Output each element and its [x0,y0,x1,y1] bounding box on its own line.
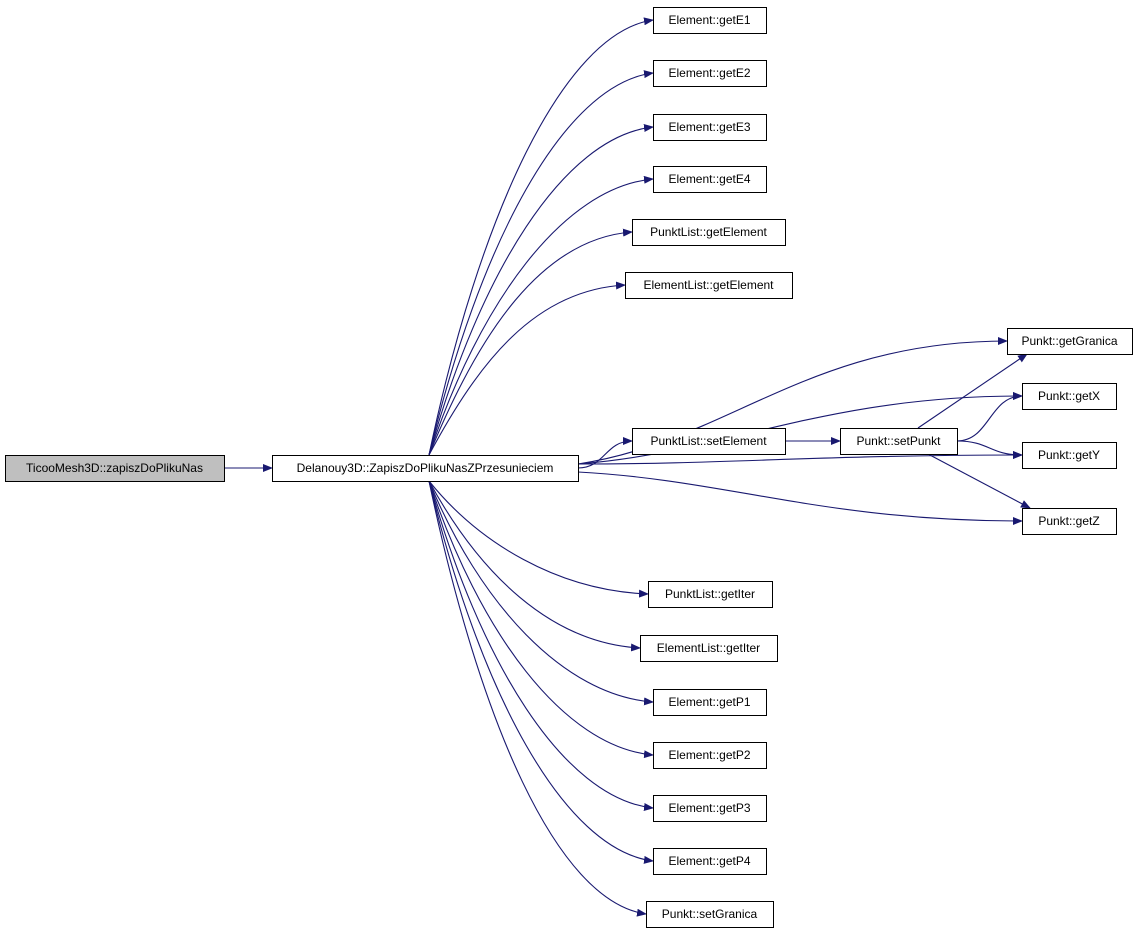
edge-main-to-elGetIter [428,480,641,652]
node-pSetPunkt[interactable]: Punkt::setPunkt [840,428,958,455]
node-e3[interactable]: Element::getE3 [653,114,767,141]
edges-layer [224,17,1031,917]
node-label: Punkt::setGranica [662,907,758,921]
node-label: Element::getP1 [668,695,750,709]
node-plSetElement[interactable]: PunktList::setElement [632,428,786,455]
node-pSetGranica[interactable]: Punkt::setGranica [646,901,774,928]
edge-main-to-pGetZ [577,471,1023,525]
node-box [1022,442,1117,469]
edge-main-to-e3 [428,124,654,456]
edge-main-to-pGetY [577,451,1023,465]
node-label: Element::getP4 [668,854,750,868]
edge-main-to-p3 [428,480,654,811]
node-label: Element::getE3 [668,120,750,134]
node-label: Element::getE1 [668,13,750,27]
edge-main-to-e4 [428,175,654,456]
node-label: PunktList::getElement [650,225,767,239]
node-pGetY[interactable]: Punkt::getY [1022,442,1117,469]
node-p4[interactable]: Element::getP4 [653,848,767,875]
edge-main-to-pSetGranica [428,480,647,917]
node-p3[interactable]: Element::getP3 [653,795,767,822]
node-label: Punkt::getZ [1038,514,1099,528]
edge-pSetPunkt-to-pGetX [956,392,1023,442]
node-box [632,219,786,246]
nodes-layer: TicooMesh3D::zapiszDoPlikuNas Delanouy3D:… [5,7,1133,928]
node-main[interactable]: Delanouy3D::ZapiszDoPlikuNasZPrzesunieci… [272,455,579,482]
node-pGetGranica[interactable]: Punkt::getGranica [1007,328,1133,355]
node-pGetX[interactable]: Punkt::getX [1022,383,1117,410]
edge-main-to-e2 [428,70,654,456]
edge-main-to-p2 [428,480,654,759]
node-box [632,428,786,455]
node-root[interactable]: TicooMesh3D::zapiszDoPlikuNas [5,455,225,482]
edge-main-to-e1 [428,17,654,456]
node-box [840,428,958,455]
node-label: Element::getP3 [668,801,750,815]
node-e1[interactable]: Element::getE1 [653,7,767,34]
node-e2[interactable]: Element::getE2 [653,60,767,87]
node-label: PunktList::getIter [665,587,755,601]
node-box [5,455,225,482]
node-plGetElement[interactable]: PunktList::getElement [632,219,786,246]
node-elGetElement[interactable]: ElementList::getElement [625,272,793,299]
edge-main-to-elGetElement [428,281,626,456]
node-box [653,114,767,141]
node-elGetIter[interactable]: ElementList::getIter [640,635,778,662]
node-box [272,455,579,482]
node-label: Element::getE2 [668,66,750,80]
node-box [648,581,773,608]
edge-main-to-p4 [428,480,654,864]
node-box [653,60,767,87]
edge-main-to-plSetElement [577,437,633,469]
node-label: PunktList::setElement [650,434,767,448]
node-label: Punkt::getX [1038,389,1100,403]
edge-pSetPunkt-to-pGetGranica [917,353,1028,429]
node-label: Element::getE4 [668,172,750,186]
edge-pSetPunkt-to-pGetZ [927,453,1031,509]
node-box [646,901,774,928]
edge-main-to-plGetIter [428,480,649,598]
node-box [653,689,767,716]
node-box [653,848,767,875]
edge-main-to-plGetElement [428,228,633,456]
node-box [1022,383,1117,410]
node-plGetIter[interactable]: PunktList::getIter [648,581,773,608]
node-label: Element::getP2 [668,748,750,762]
edge-pSetPunkt-to-pGetY [956,440,1023,459]
node-box [625,272,793,299]
node-pGetZ[interactable]: Punkt::getZ [1022,508,1117,535]
node-label: Delanouy3D::ZapiszDoPlikuNasZPrzesunieci… [297,461,554,475]
edge-main-to-p1 [428,480,654,706]
node-p2[interactable]: Element::getP2 [653,742,767,769]
node-box [1007,328,1133,355]
node-label: ElementList::getElement [643,278,774,292]
node-box [640,635,778,662]
node-label: TicooMesh3D::zapiszDoPlikuNas [26,461,203,475]
node-label: Punkt::setPunkt [856,434,941,448]
node-box [653,166,767,193]
node-box [1022,508,1117,535]
edge-main-to-pGetX [577,392,1023,465]
node-box [653,7,767,34]
node-p1[interactable]: Element::getP1 [653,689,767,716]
node-box [653,742,767,769]
node-label: ElementList::getIter [657,641,760,655]
node-box [653,795,767,822]
node-label: Punkt::getGranica [1021,334,1117,348]
node-label: Punkt::getY [1038,448,1100,462]
node-e4[interactable]: Element::getE4 [653,166,767,193]
